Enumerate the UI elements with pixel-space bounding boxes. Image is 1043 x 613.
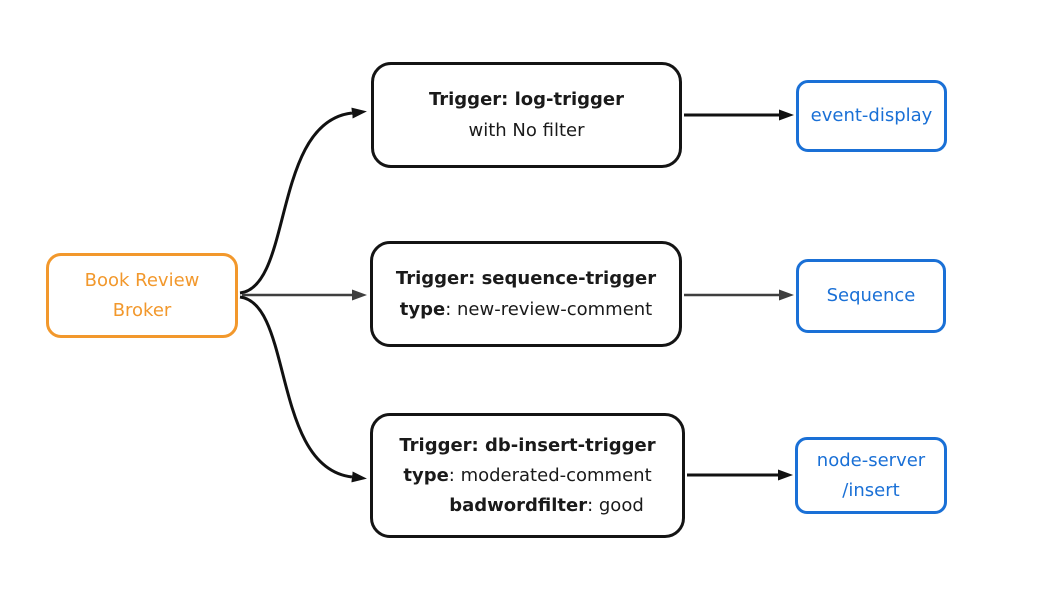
trigger-db-title: Trigger: db-insert-trigger [399,434,656,456]
filter-value: : good [587,494,644,516]
edge-broker-to-log-trigger [239,107,367,295]
sink-label-line2: /insert [842,479,900,501]
edge-broker-to-db-insert-trigger [239,295,367,483]
trigger-node-log: Trigger: log-trigger with No filter [371,62,682,168]
trigger-sequence-filter: type: new-review-comment [400,294,652,325]
sink-node-sequence: Sequence [796,259,946,333]
broker-label-line2: Broker [112,299,172,321]
filter-key: badwordfilter [449,494,588,516]
sink-label-line1: node-server [816,449,926,471]
filter-value: : moderated-comment [448,464,652,486]
sink-label: Sequence [826,285,916,306]
trigger-sequence-title: Trigger: sequence-trigger [395,268,657,289]
trigger-log-title: Trigger: log-trigger [428,89,625,110]
filter-key: type [399,299,446,320]
filter-value: : new-review-comment [445,299,653,320]
sink-node-event-display: event-display [796,80,947,152]
trigger-db-filter-type: type: moderated-comment [403,461,651,491]
trigger-log-filter: with No filter [468,120,585,141]
trigger-node-db-insert: Trigger: db-insert-trigger type: moderat… [370,413,685,538]
broker-node: Book Review Broker [46,253,238,338]
sink-node-node-server: node-server /insert [795,437,947,514]
filter-key: type [403,464,449,486]
trigger-db-filter-badword: badwordfilter: good [411,491,644,521]
broker-label-line1: Book Review [84,269,200,291]
sink-label: event-display [810,105,933,126]
trigger-node-sequence: Trigger: sequence-trigger type: new-revi… [370,241,682,347]
